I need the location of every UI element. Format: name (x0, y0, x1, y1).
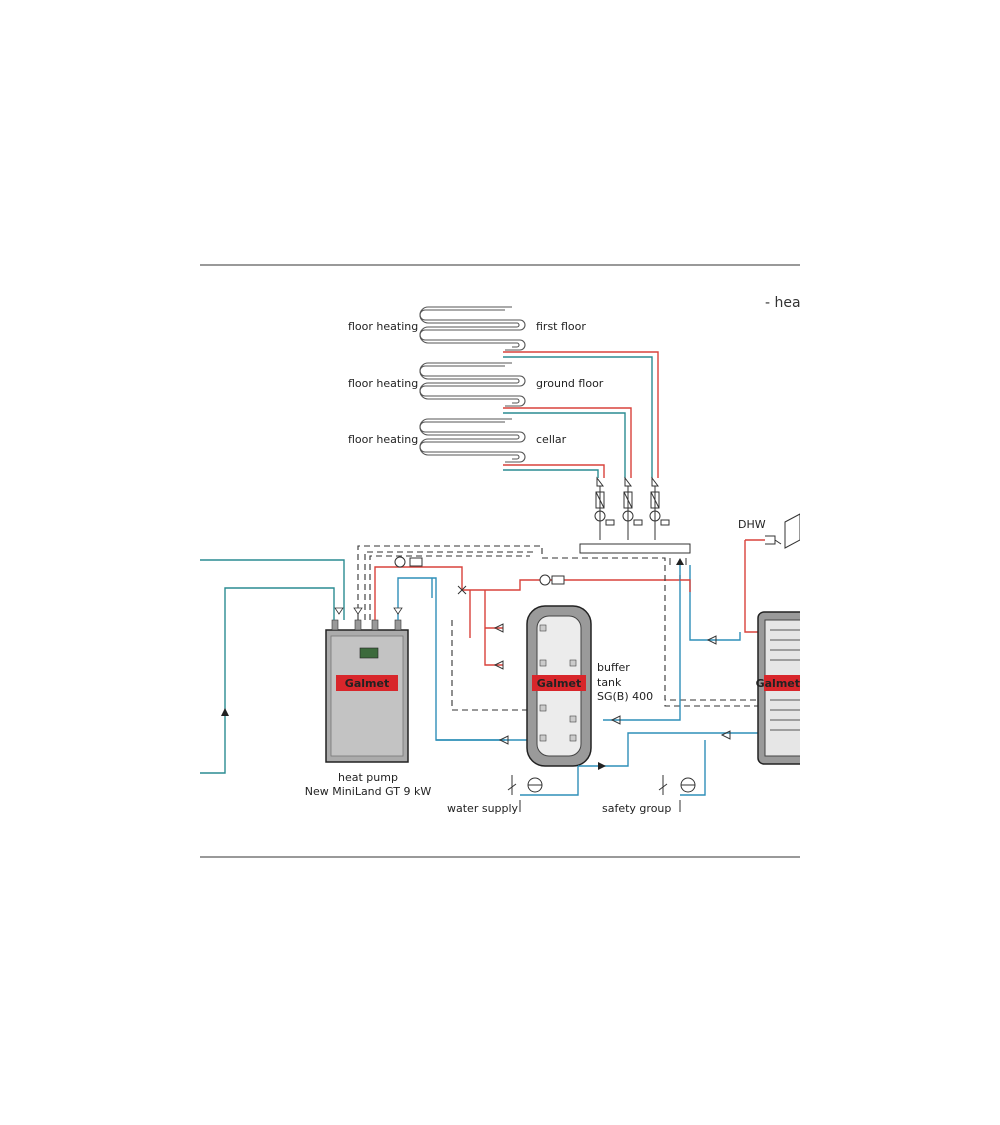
floor-label-left-3: floor heating (348, 433, 418, 446)
floor-label-right-3: cellar (536, 433, 567, 446)
buffer-label-3: SG(B) 400 (597, 690, 653, 703)
page-title-fragment: - hea (765, 295, 801, 311)
heat-pump-unit: Galmet (325, 619, 409, 763)
svg-text:Galmet: Galmet (537, 677, 581, 690)
heat-pump-brand-badge (336, 675, 398, 691)
heat-pump-label-2: New MiniLand GT 9 kW (305, 785, 432, 798)
circulation-pump-1 (394, 556, 423, 568)
floor-label-right-1: first floor (536, 320, 586, 333)
floor-label-left-1: floor heating (348, 320, 418, 333)
safety-group-label: safety group (602, 802, 671, 815)
buffer-tank: Galmet (526, 605, 592, 767)
buffer-label-2: tank (597, 676, 622, 689)
floor-label-left-2: floor heating (348, 377, 418, 390)
water-supply-group (507, 775, 543, 812)
mixing-groups (594, 476, 670, 540)
floor-heating-ground-floor (419, 362, 526, 407)
floor-label-right-2: ground floor (536, 377, 604, 390)
svg-text:Galmet: Galmet (345, 677, 389, 690)
svg-text:Galmet: Galmet (756, 677, 800, 690)
heat-pump-label-1: heat pump (338, 771, 398, 784)
water-supply-label: water supply (447, 802, 519, 815)
safety-group (658, 775, 696, 812)
distributor-manifold (579, 543, 691, 554)
buffer-label-1: buffer (597, 661, 630, 674)
circulation-pump-2 (539, 574, 565, 586)
floor-heating-first-floor (419, 306, 526, 351)
heat-pump-display (359, 647, 379, 659)
buffer-tank-brand-badge (532, 675, 586, 691)
floor-heating-cellar (419, 418, 526, 463)
dhw-label: DHW (738, 518, 766, 531)
dhw-tank-brand-badge (764, 675, 804, 691)
